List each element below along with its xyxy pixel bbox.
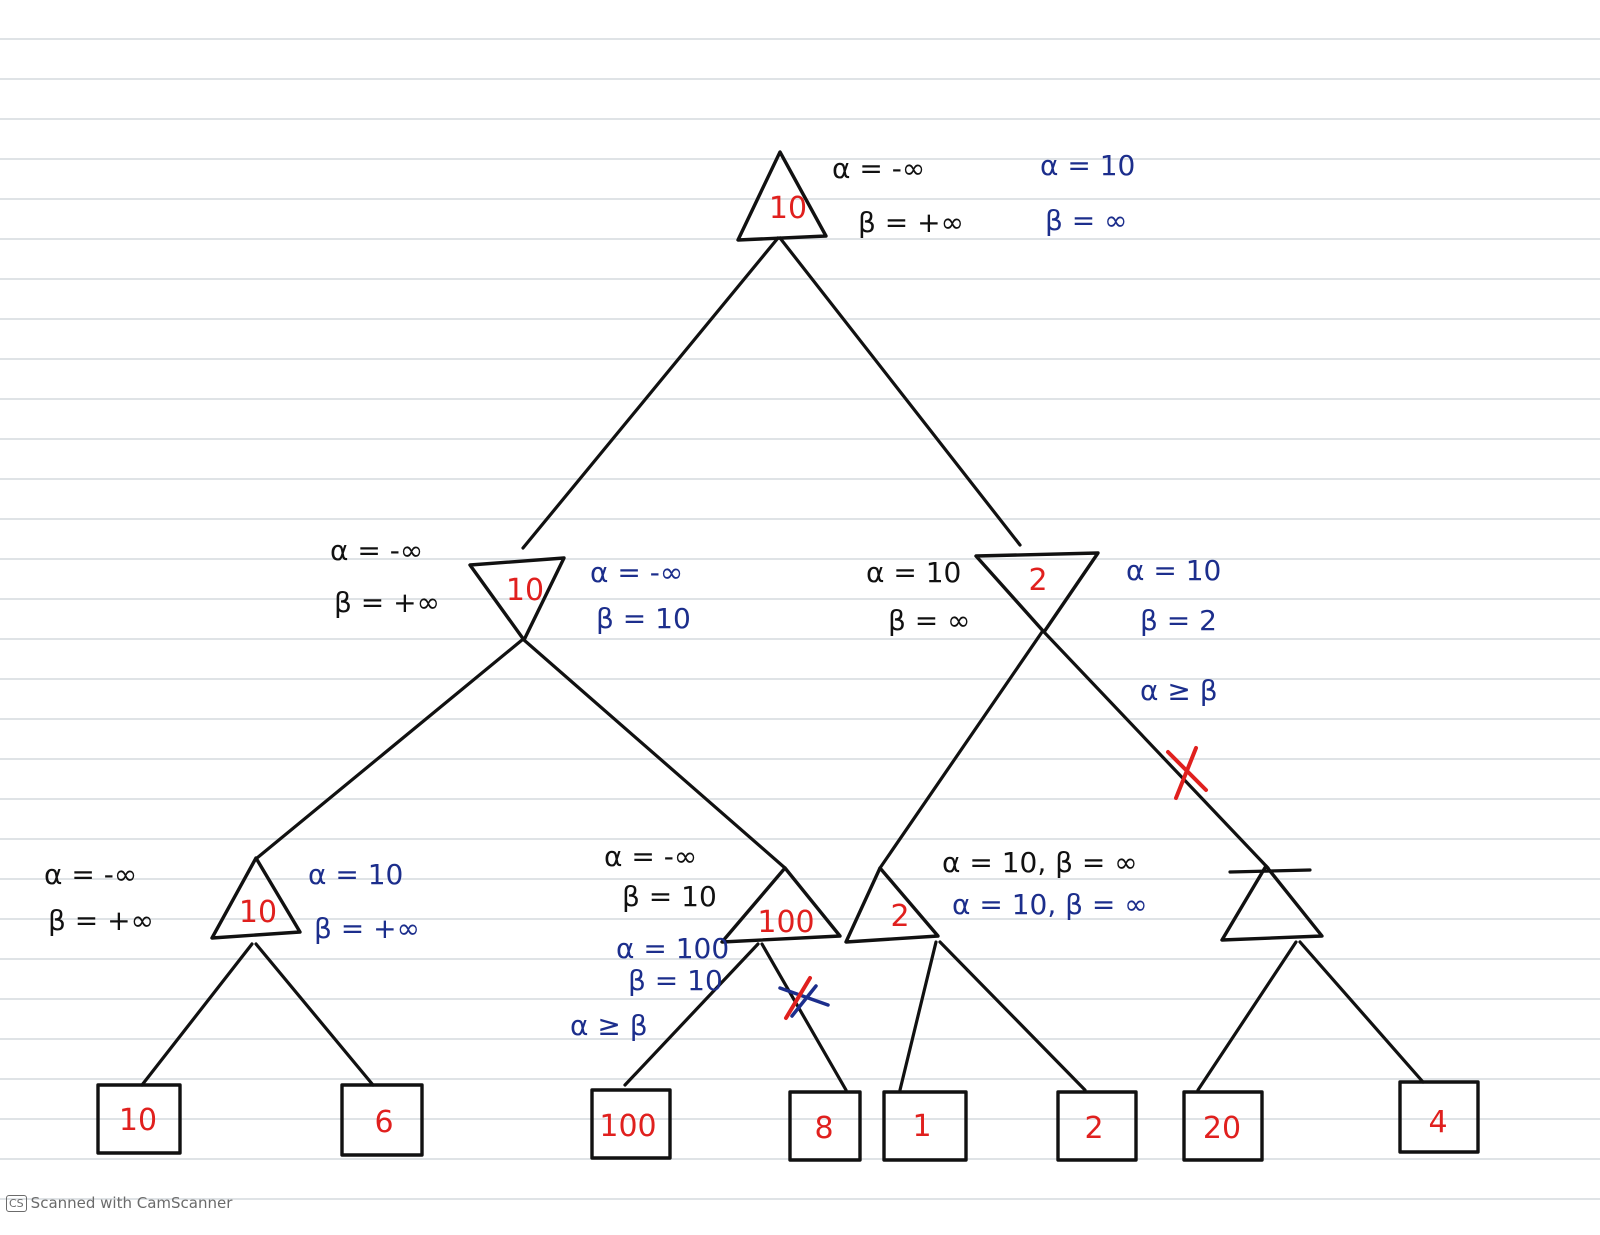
max-3-note-final: α = 10, β = ∞ (952, 888, 1148, 921)
max-3-note-initial: α = 10, β = ∞ (942, 846, 1138, 879)
camscanner-watermark: CS Scanned with CamScanner (6, 1192, 232, 1214)
svg-text:20: 20 (1203, 1111, 1241, 1146)
min-left-alpha-initial: α = -∞ (330, 534, 423, 567)
leaf-nodes: 10 6 100 8 1 2 20 4 (96, 1080, 1480, 1162)
edge-max1-leaf2 (254, 942, 375, 1087)
max-node-4 (1220, 864, 1324, 942)
max-2-beta-final: β = 10 (628, 964, 723, 997)
min-right-prune-condition: α ≥ β (1140, 674, 1218, 707)
tree-edges (140, 236, 1425, 1092)
edge-root-minleft (521, 236, 780, 550)
root-alpha-final: α = 10 (1040, 149, 1135, 182)
camscanner-text: Scanned with CamScanner (30, 1194, 233, 1212)
max-1-alpha-initial: α = -∞ (44, 858, 137, 891)
edge-minleft-max2 (522, 638, 787, 870)
min-right-alpha-initial: α = 10 (866, 556, 961, 589)
min-right-node: 2 (974, 551, 1100, 634)
leaf-2: 6 (340, 1083, 424, 1157)
max-1-beta-initial: β = +∞ (48, 904, 154, 937)
svg-text:10: 10 (119, 1103, 157, 1138)
leaf-3: 100 (590, 1088, 672, 1160)
max-node-2: 100 (720, 866, 842, 944)
edge-max1-leaf1 (140, 942, 254, 1087)
max-2-prune-condition: α ≥ β (570, 1009, 648, 1042)
leaf-4: 8 (788, 1090, 862, 1162)
edge-max2-leaf4 (760, 942, 848, 1092)
min-left-beta-initial: β = +∞ (334, 586, 440, 619)
max-node-1: 10 (210, 856, 302, 940)
max-1-value: 10 (239, 895, 277, 930)
max-1-alpha-final: α = 10 (308, 858, 403, 891)
root-beta-final: β = ∞ (1045, 204, 1127, 237)
leaf-7: 20 (1182, 1090, 1264, 1162)
leaf-1: 10 (96, 1083, 182, 1155)
leaf-8: 4 (1398, 1080, 1480, 1154)
root-alpha-initial: α = -∞ (832, 152, 925, 185)
edge-max2-leaf3 (623, 942, 760, 1087)
min-right-value: 2 (1028, 563, 1047, 598)
min-left-alpha-final: α = -∞ (590, 556, 683, 589)
min-right-alpha-final: α = 10 (1126, 554, 1221, 587)
svg-text:100: 100 (599, 1109, 656, 1144)
max-2-alpha-final: α = 100 (616, 932, 729, 965)
max-2-beta-initial: β = 10 (622, 880, 717, 913)
min-right-beta-initial: β = ∞ (888, 604, 970, 637)
edge-max3-leaf5 (898, 940, 938, 1092)
edge-minleft-max1 (255, 638, 524, 860)
root-max-node: 10 (736, 150, 828, 242)
svg-text:4: 4 (1428, 1105, 1447, 1140)
max-3-value: 2 (890, 899, 909, 934)
max-2-alpha-initial: α = -∞ (604, 840, 697, 873)
root-beta-initial: β = +∞ (858, 206, 964, 239)
min-right-beta-final: β = 2 (1140, 604, 1217, 637)
leaf-5: 1 (882, 1090, 968, 1162)
max-2-value: 100 (757, 905, 814, 940)
edge-max4-leaf7 (1196, 940, 1298, 1092)
prune-mark-minright (1166, 746, 1208, 800)
edge-max4-leaf8 (1298, 940, 1425, 1084)
edge-max3-leaf6 (938, 940, 1087, 1092)
svg-text:1: 1 (912, 1109, 931, 1144)
svg-text:2: 2 (1084, 1111, 1103, 1146)
min-left-value: 10 (506, 573, 544, 608)
min-left-node: 10 (468, 556, 566, 642)
edge-minright-max3 (878, 630, 1044, 870)
max-1-beta-final: β = +∞ (314, 912, 420, 945)
prune-mark-max2 (778, 976, 830, 1020)
edge-root-minright (778, 236, 1022, 547)
camscanner-logo: CS (6, 1194, 27, 1212)
svg-text:6: 6 (374, 1105, 393, 1140)
leaf-6: 2 (1056, 1090, 1138, 1162)
max-node-3: 2 (844, 866, 940, 944)
edge-minright-max4 (1042, 630, 1270, 870)
svg-text:8: 8 (814, 1111, 833, 1146)
root-value: 10 (769, 191, 807, 226)
min-left-beta-final: β = 10 (596, 602, 691, 635)
